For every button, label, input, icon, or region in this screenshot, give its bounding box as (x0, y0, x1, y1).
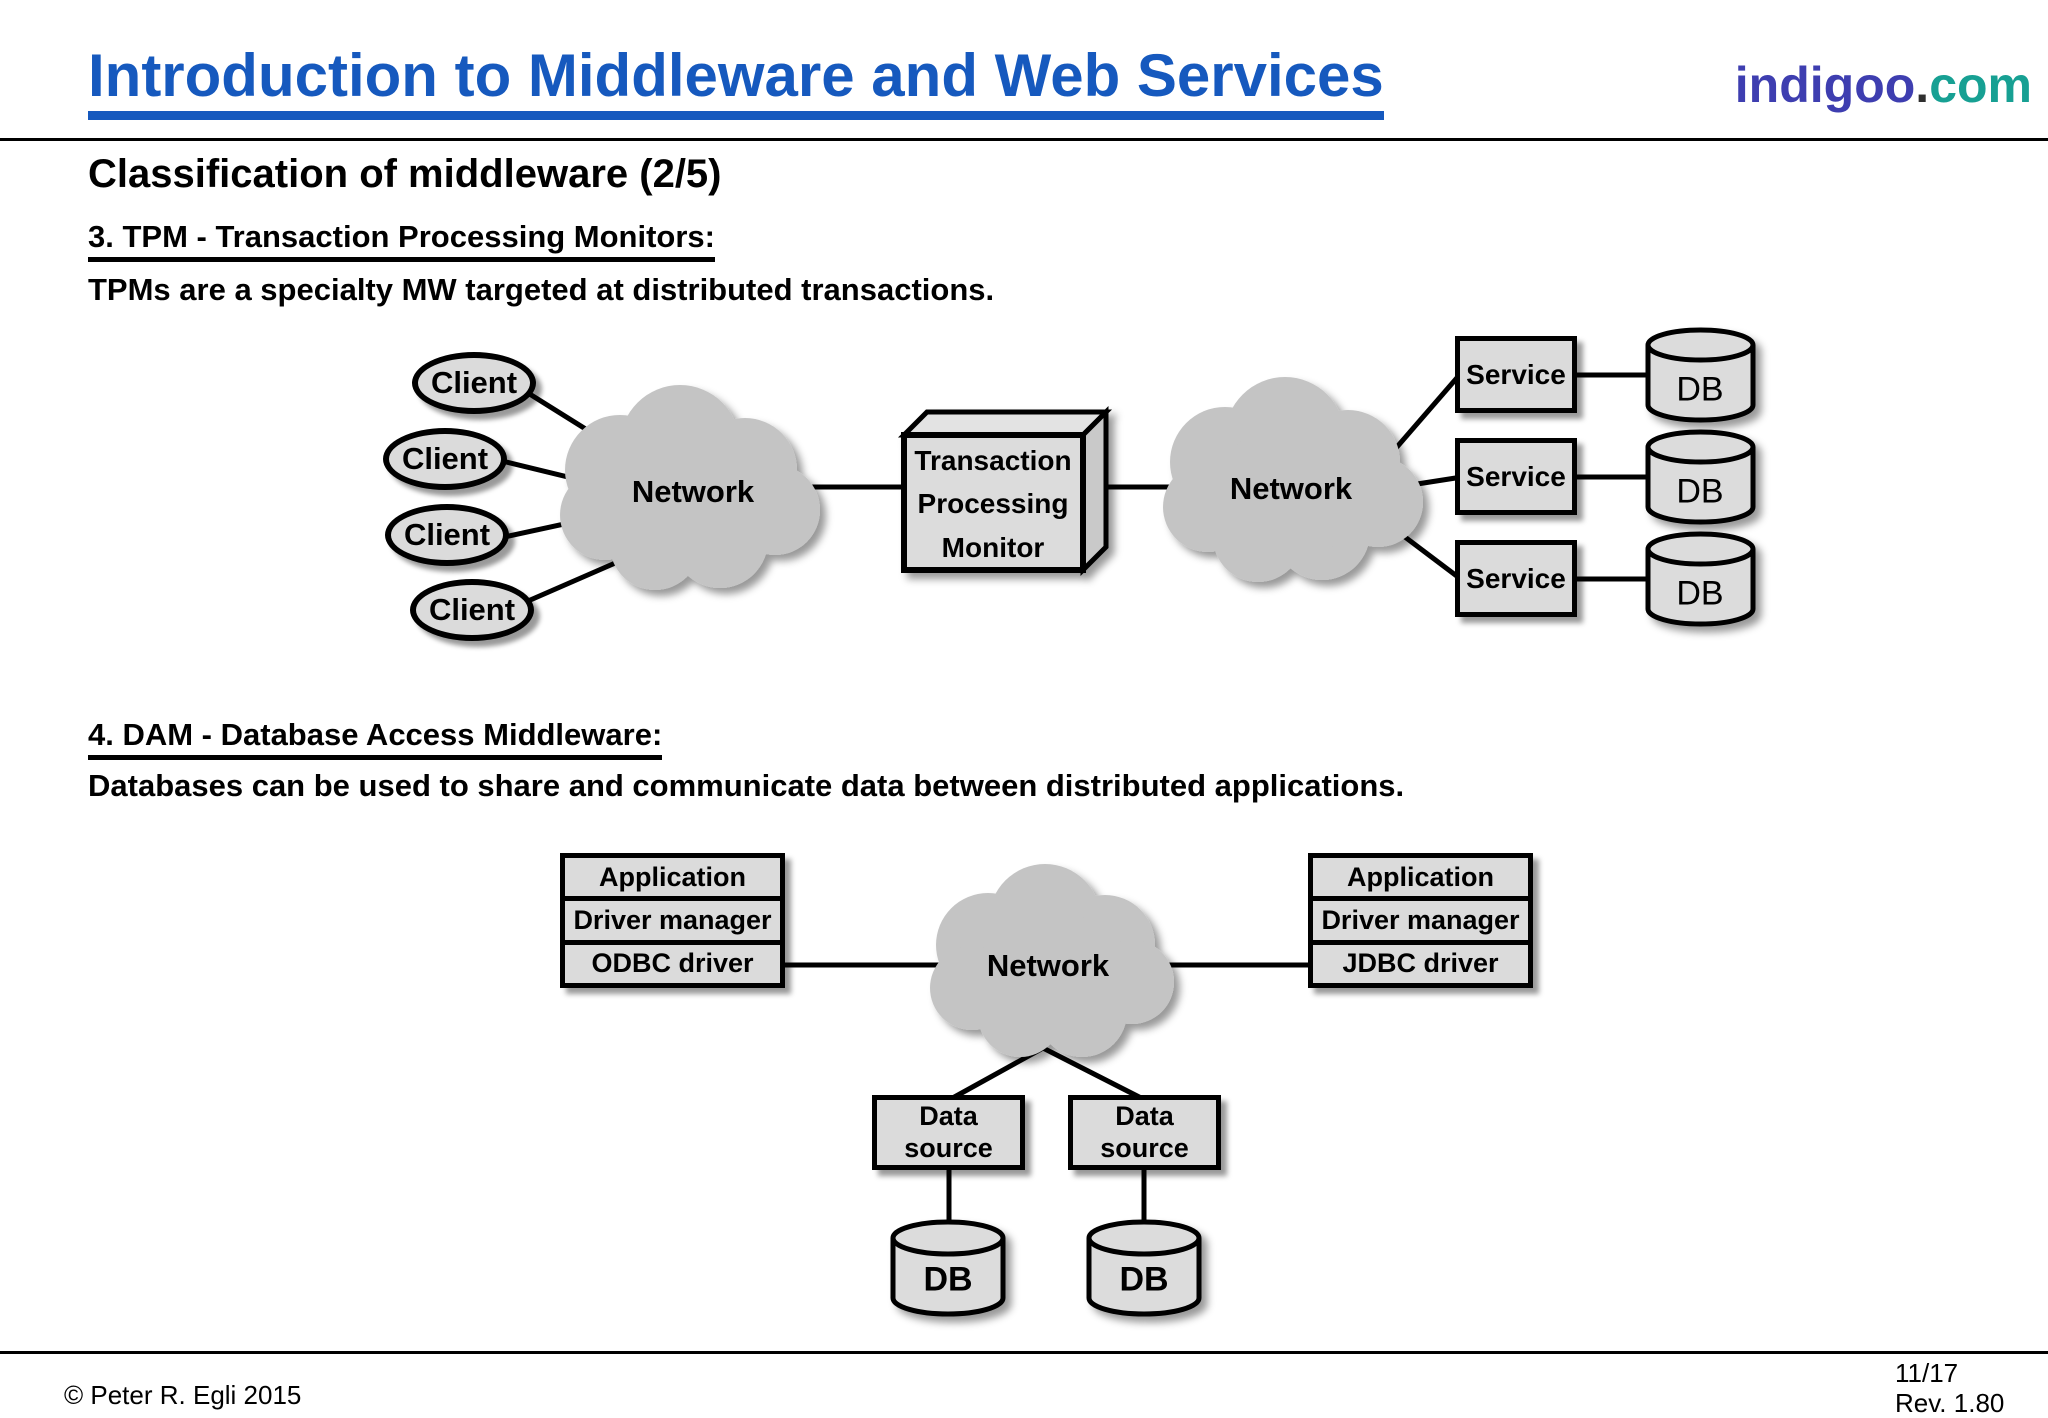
footer-divider (0, 1351, 2048, 1354)
stack-row-driver-manager: Driver manager (565, 896, 780, 939)
stack-row-odbc-driver: ODBC driver (565, 939, 780, 983)
stack-row-application: Application (1347, 861, 1494, 892)
datasource-line2: source (904, 1132, 993, 1163)
client-node-4: Client (410, 579, 534, 641)
tpm-network-right-cloud (1163, 377, 1423, 582)
client-label: Client (428, 592, 516, 627)
tpm-monitor-line3: Monitor (941, 531, 1045, 563)
slide-heading: Classification of middleware (2/5) (88, 152, 722, 196)
tpm-monitor-box (897, 405, 1113, 577)
tpm-monitor-line2: Processing (917, 488, 1069, 520)
odbc-stack: Application Driver manager ODBC driver (560, 853, 785, 988)
tpm-db-cylinders (1645, 327, 1756, 627)
footer-copyright: © Peter R. Egli 2015 (64, 1380, 302, 1410)
client-label: Client (430, 365, 518, 400)
header-divider (0, 138, 2048, 141)
brand-logo-name: indigoo (1734, 57, 1916, 113)
datasource-node-2: Data source (1068, 1095, 1221, 1170)
service-node-1: Service (1455, 336, 1577, 413)
tpm-network-left-cloud (560, 385, 820, 590)
datasource-node-1: Data source (872, 1095, 1025, 1170)
dam-db-label-2: DB (1119, 1260, 1169, 1299)
brand-logo: indigoo.com (1735, 56, 2032, 114)
datasource-line1: Data (1115, 1101, 1174, 1132)
stack-row-application: Application (599, 861, 746, 892)
brand-logo-tld: com (1929, 57, 2032, 113)
service-label: Service (1466, 460, 1566, 492)
dam-section-description: Databases can be used to share and commu… (88, 768, 1405, 803)
page-title: Introduction to Middleware and Web Servi… (88, 44, 1384, 120)
client-node-3: Client (385, 504, 509, 566)
datasource-line2: source (1100, 1132, 1189, 1163)
tpm-db-label-3: DB (1676, 574, 1724, 613)
service-label: Service (1466, 562, 1566, 594)
tpm-connector-lines (501, 370, 1652, 604)
tpm-network-left-label: Network (631, 474, 755, 509)
dam-section-title: 4. DAM - Database Access Middleware: (88, 717, 663, 761)
tpm-monitor-line1: Transaction (914, 444, 1072, 476)
client-node-2: Client (383, 428, 507, 490)
tpm-db-label-2: DB (1676, 472, 1724, 511)
service-label: Service (1466, 358, 1566, 390)
service-node-2: Service (1455, 438, 1577, 515)
footer-page-number: 11/17 (1895, 1358, 1959, 1388)
service-node-3: Service (1455, 540, 1577, 617)
dam-db-label-1: DB (923, 1260, 973, 1299)
client-label: Client (401, 441, 489, 476)
datasource-line1: Data (919, 1101, 978, 1132)
stack-row-driver-manager: Driver manager (1313, 896, 1528, 939)
dam-network-cloud (930, 864, 1174, 1057)
tpm-monitor-label: Transaction Processing Monitor (914, 439, 1071, 569)
brand-logo-dot: . (1915, 57, 1930, 113)
tpm-db-label-1: DB (1676, 370, 1724, 409)
jdbc-stack: Application Driver manager JDBC driver (1308, 853, 1533, 988)
tpm-section-title: 3. TPM - Transaction Processing Monitors… (88, 219, 715, 263)
client-node-1: Client (412, 352, 536, 414)
tpm-network-right-label: Network (1229, 471, 1353, 506)
tpm-section-description: TPMs are a specialty MW targeted at dist… (88, 272, 995, 307)
footer-revision: Rev. 1.80 (1895, 1388, 2005, 1418)
dam-db-cylinders (890, 1219, 1202, 1317)
dam-network-label: Network (986, 948, 1110, 983)
client-label: Client (403, 517, 491, 552)
stack-row-jdbc-driver: JDBC driver (1313, 939, 1528, 983)
